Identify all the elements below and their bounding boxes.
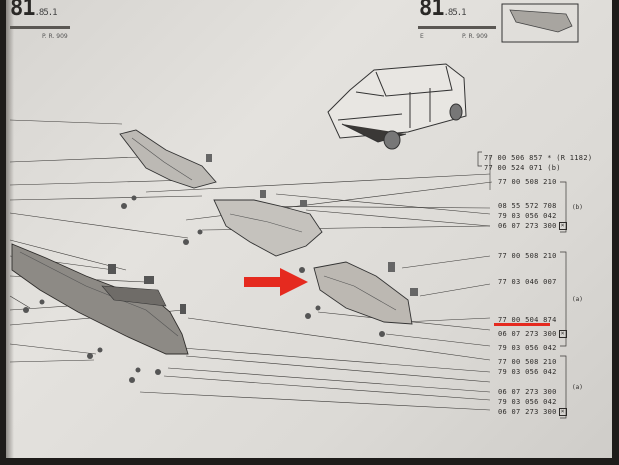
part-number-highlighted: 77 00 504 874: [498, 316, 557, 324]
lower-right-trim: [313, 261, 418, 325]
middle-upper-trim: [213, 190, 323, 257]
part-number: 79 03 056 042: [498, 212, 557, 220]
part-number: 79 03 056 042: [498, 344, 557, 352]
thumbnail-box: [501, 3, 579, 43]
header-left: 81.85.1: [10, 0, 58, 21]
part-number: 77 00 508 210: [498, 178, 557, 186]
part-number: 77 03 046 007: [498, 278, 557, 286]
part-number: 06 07 273 300: [498, 330, 557, 338]
part-number: 06 07 273 300: [498, 222, 557, 230]
part-number-with-box: 06 07 273 300×: [498, 330, 567, 338]
leader-lines: [9, 119, 493, 411]
screws: [23, 195, 385, 383]
red-underline: [494, 323, 550, 326]
part-number: 77 00 508 210: [498, 358, 557, 366]
header-left-ref: P. R. 909: [42, 33, 68, 40]
group-label-a: (a): [572, 296, 583, 303]
upper-bracket: [119, 129, 217, 189]
header-right-ref: P. R. 909: [462, 33, 488, 40]
part-number: 06 07 273 300: [498, 408, 557, 416]
arrow-icon: [244, 268, 308, 296]
page-shadow: [6, 0, 14, 458]
lower-long-panel: [11, 243, 189, 355]
part-number: 79 03 056 042: [498, 398, 557, 406]
group-label-b: (b): [572, 204, 583, 211]
part-number: 79 03 056 042: [498, 368, 557, 376]
header-right-code: E: [420, 33, 424, 40]
box-x-icon: ×: [558, 330, 567, 338]
part-number: 06 07 273 300: [498, 388, 557, 396]
header-right-number: 81: [419, 0, 444, 21]
exploded-diagram: [9, 3, 579, 419]
part-number: 77 00 508 210: [498, 252, 557, 260]
box-x-icon: ×: [558, 408, 567, 416]
header-left-suffix: .85.1: [34, 8, 58, 18]
part-number: 08 55 572 708: [498, 202, 557, 210]
part-number: 77 00 524 071 (b): [484, 164, 561, 172]
part-number-with-box: 06 07 273 300×: [498, 408, 567, 416]
box-x-icon: ×: [558, 222, 567, 230]
catalog-page: 81.85.1 P. R. 909 81.85.1 E P. R. 909: [6, 0, 612, 458]
header-right: 81.85.1: [419, 0, 467, 21]
header-left-number: 81: [10, 0, 35, 21]
part-number: 77 00 506 857 * (R 1182): [484, 154, 593, 162]
car-illustration: [327, 63, 467, 150]
header-right-suffix: .85.1: [443, 8, 467, 18]
part-number-with-box: 06 07 273 300×: [498, 222, 567, 230]
group-label-a: (a): [572, 384, 583, 391]
group-brackets: [477, 151, 567, 419]
